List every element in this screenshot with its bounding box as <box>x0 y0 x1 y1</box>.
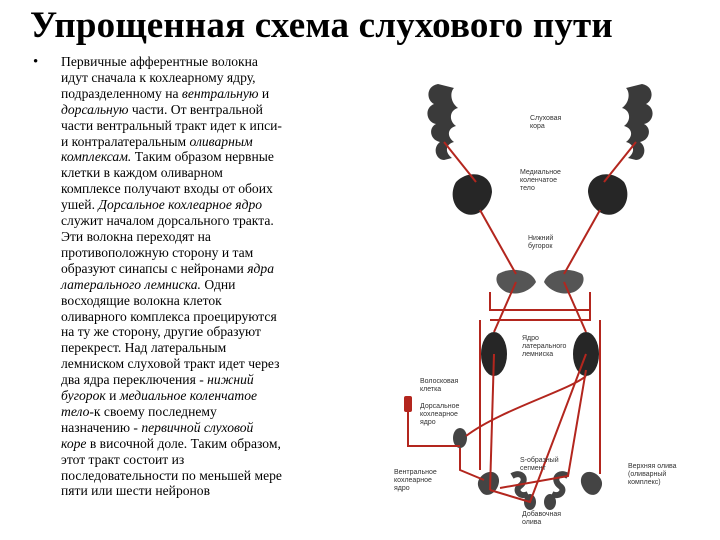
slide-title: Упрощенная схема слухового пути <box>30 5 613 46</box>
body-line: подразделенному на вентральную и <box>61 86 359 102</box>
body-run-italic: бугорок <box>61 388 106 404</box>
label-lateral-lemniscus: Ядро латерального лемниска <box>522 335 568 358</box>
body-run-italic: тело <box>61 403 90 419</box>
body-run: назначению - <box>61 419 142 435</box>
body-line: бугорок и медиальное коленчатое <box>61 388 359 404</box>
body-line: противоположную сторону и там <box>61 245 359 261</box>
body-line: перекрест. Над латеральным <box>61 340 359 356</box>
medial-geniculate-left <box>452 174 492 215</box>
auditory-pathway-fibers <box>407 141 637 504</box>
body-run-italic: оливарным <box>189 133 253 149</box>
dorsal-cochlear-nucleus <box>453 428 467 448</box>
body-run: последовательности по меньшей мере <box>61 467 282 483</box>
body-run: клетки в каждом оливарном <box>61 165 223 181</box>
body-run: образуют синапсы с нейронами <box>61 260 248 276</box>
body-run: ушей. <box>61 197 99 213</box>
auditory-cortex-right <box>622 84 653 160</box>
body-line: Эти волокна переходят на <box>61 229 359 245</box>
body-run: два ядра переключения - <box>61 372 208 388</box>
label-superior-olive: Верхняя олива (оливарный комплекс) <box>628 463 679 486</box>
body-line: латерального лемниска. Одни <box>61 277 359 293</box>
accessory-olive-right <box>544 494 556 510</box>
label-s-segment: S-образный сегмент <box>520 456 561 472</box>
body-run: лемниском слуховой тракт идет через <box>61 356 280 372</box>
label-dorsal-cochlear-nucleus: Дорсальное кохлеарное ядро <box>420 403 461 426</box>
body-line: пяти или шести нейронов <box>61 483 359 499</box>
body-run: Таким образом нервные <box>131 149 274 165</box>
ventral-cochlear-nucleus-left <box>477 471 500 495</box>
body-run: идут сначала к кохлеарному ядру, <box>61 69 256 85</box>
body-run-italic: вентральную <box>181 85 259 101</box>
body-line: назначению - первичной слуховой <box>61 420 359 436</box>
body-run: восходящие волокна клеток <box>61 292 222 308</box>
inferior-colliculus-left <box>496 269 536 294</box>
body-line: восходящие волокна клеток <box>61 293 359 309</box>
label-accessory-olive: Добавочная олива <box>522 510 563 526</box>
hair-cell <box>404 396 412 412</box>
body-line: тело-к своему последнему <box>61 404 359 420</box>
body-line: лемниском слуховой тракт идет через <box>61 356 359 372</box>
body-run-italic: коре <box>61 435 87 451</box>
ventral-cochlear-nucleus-right <box>580 471 603 495</box>
body-run-italic: комплексам. <box>61 149 132 165</box>
body-line: клетки в каждом оливарном <box>61 165 359 181</box>
body-line: на ту же сторону, другие образуют <box>61 324 359 340</box>
s-segment-left <box>510 471 530 498</box>
body-line: ушей. Дорсальное кохлеарное ядро <box>61 197 359 213</box>
body-run-italic: ядра <box>247 260 275 276</box>
body-line: этот тракт состоит из <box>61 452 359 468</box>
s-segment-right <box>550 471 570 498</box>
body-run-italic: дорсальную <box>61 101 129 117</box>
body-line: Первичные афферентные волокна <box>61 54 359 70</box>
body-line: последовательности по меньшей мере <box>61 468 359 484</box>
body-run: Эти волокна переходят на <box>61 228 211 244</box>
label-inferior-colliculus: Нижний бугорок <box>528 234 555 250</box>
body-run-italic: первичной слуховой <box>141 419 254 435</box>
body-line: служит началом дорсального тракта. <box>61 213 359 229</box>
body-line: части вентральный тракт идет к ипси- <box>61 118 359 134</box>
body-run: пяти или шести нейронов <box>61 483 211 499</box>
body-run-italic: Дорсальное кохлеарное ядро <box>98 197 263 213</box>
body-run: Одни <box>200 276 236 292</box>
body-run: этот тракт состоит из <box>61 451 185 467</box>
label-medial-geniculate: Медиальное коленчатое тело <box>520 169 563 192</box>
body-run: оливарного комплекса проецируются <box>61 308 277 324</box>
body-run: на ту же сторону, другие образуют <box>61 324 261 340</box>
body-run: в височной доле. Таким образом, <box>86 435 281 451</box>
body-run: перекрест. Над латеральным <box>61 340 227 356</box>
body-run: подразделенному на <box>61 85 182 101</box>
auditory-pathway-diagram: Слуховая кора Медиальное коленчатое тело… <box>394 84 679 526</box>
body-run: Первичные афферентные волокна <box>61 54 258 69</box>
label-ventral-cochlear-nucleus: Вентральное кохлеарное ядро <box>394 469 439 492</box>
body-run-italic: нижний <box>207 372 254 388</box>
label-auditory-cortex: Слуховая кора <box>530 115 563 130</box>
bullet-marker: • <box>33 54 39 70</box>
body-run: комплексе получают входы от обоих <box>61 181 273 197</box>
body-run: и контралатеральным <box>61 133 190 149</box>
body-run: части вентральный тракт идет к ипси- <box>61 117 282 133</box>
body-run: и <box>258 85 270 101</box>
body-line: коре в височной доле. Таким образом, <box>61 436 359 452</box>
body-line: два ядра переключения - нижний <box>61 372 359 388</box>
label-hair-cell: Волосковая клетка <box>420 378 460 393</box>
body-line: и контралатеральным оливарным <box>61 134 359 150</box>
body-line: комплексам. Таким образом нервные <box>61 149 359 165</box>
body-line: идут сначала к кохлеарному ядру, <box>61 70 359 86</box>
body-run: -к своему последнему <box>89 403 217 419</box>
body-line: образуют синапсы с нейронами ядра <box>61 261 359 277</box>
auditory-cortex-left <box>427 84 458 160</box>
body-run-italic: медиальное коленчатое <box>119 388 258 404</box>
body-run: противоположную сторону и там <box>61 244 254 260</box>
body-run: части. От вентральной <box>128 101 263 117</box>
body-run: и <box>105 388 120 404</box>
body-run: служит началом дорсального тракта. <box>61 213 274 229</box>
inferior-colliculus-right <box>544 269 584 294</box>
body-line: оливарного комплекса проецируются <box>61 309 359 325</box>
body-line: дорсальную части. От вентральной <box>61 102 359 118</box>
body-run-italic: латерального лемниска. <box>61 276 201 292</box>
body-line: комплексе получают входы от обоих <box>61 181 359 197</box>
medial-geniculate-right <box>588 174 628 215</box>
